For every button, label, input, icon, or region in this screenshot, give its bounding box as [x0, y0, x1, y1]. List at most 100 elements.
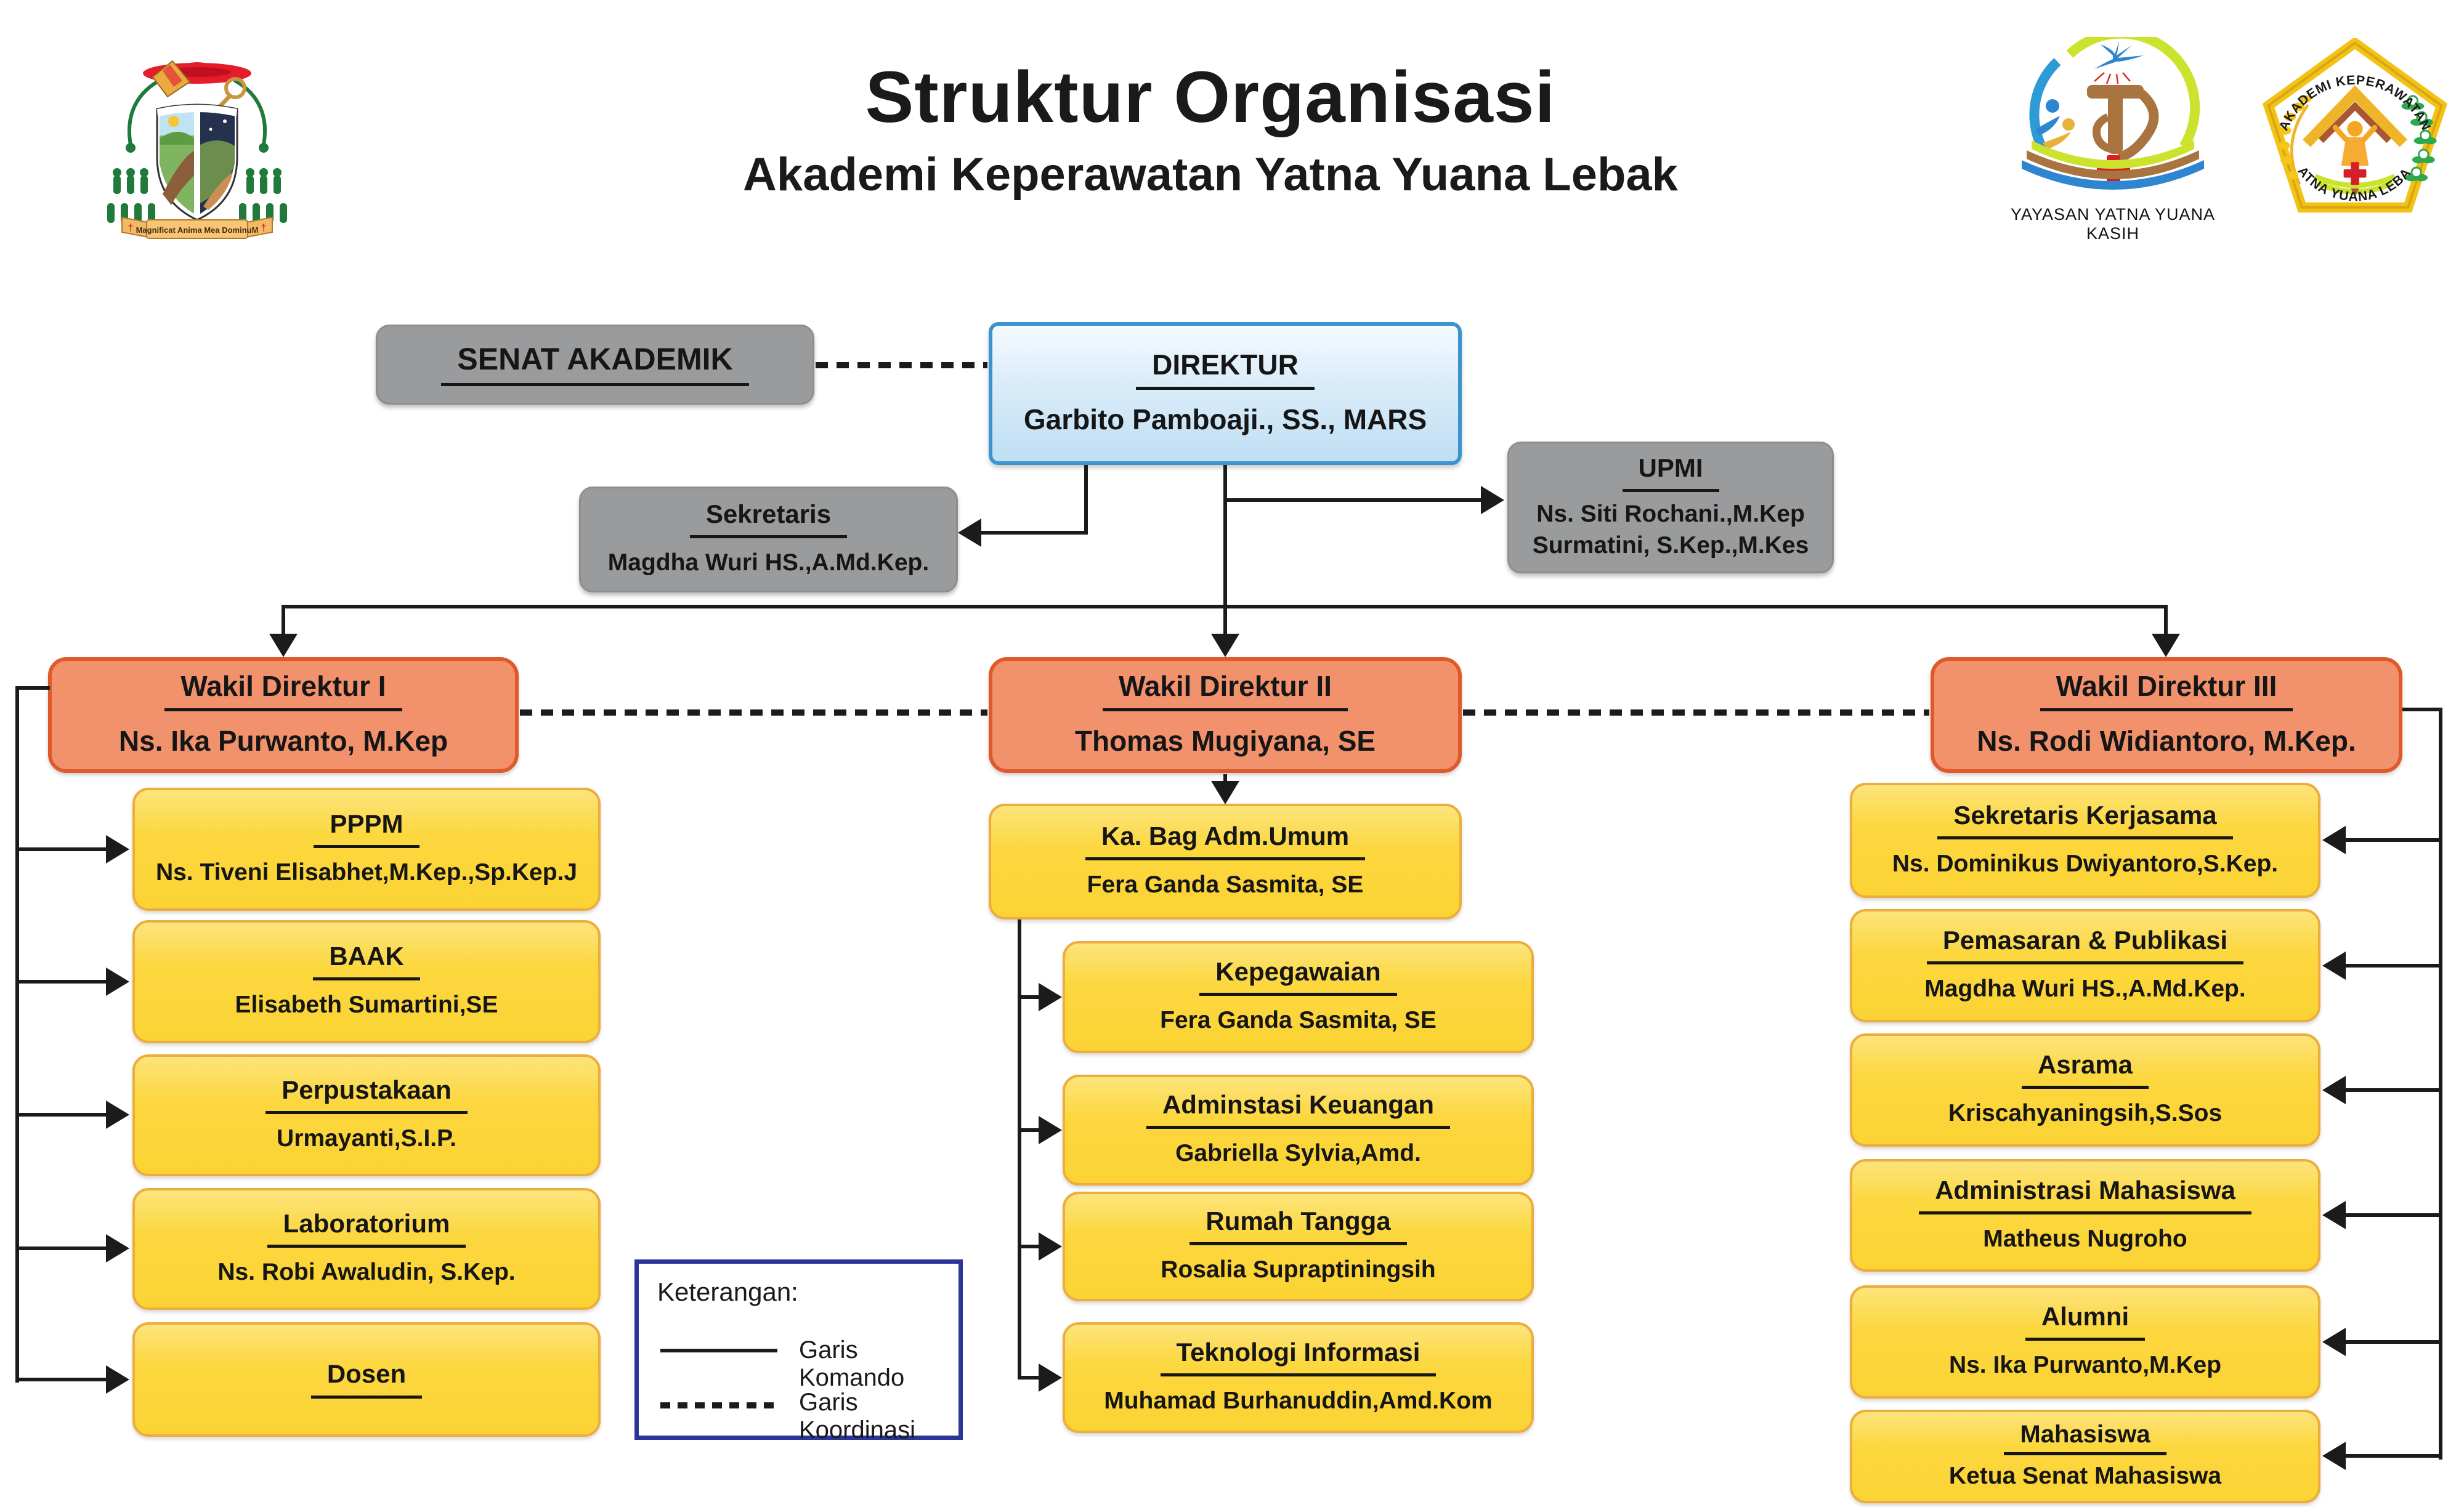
- arrow-to-kepegawaian: [1039, 983, 1062, 1011]
- node-title: Sekretaris Kerjasama: [1937, 801, 2233, 839]
- legend-box: Keterangan: Garis Komando Garis Koordina…: [634, 1259, 963, 1444]
- node-person: Ns. Robi Awaludin, S.Kep.: [217, 1259, 516, 1286]
- connector-rightbus: [2439, 708, 2442, 1460]
- arrow-to-perpustakaan: [106, 1101, 129, 1129]
- node-title: Administrasi Mahasiswa: [1919, 1176, 2251, 1214]
- node-title: Adminstasi Keuangan: [1146, 1091, 1451, 1129]
- coordination-line-wadir2-wadir3: [1463, 709, 1929, 716]
- node-person: Garbito Pamboaji., SS., MARS: [1023, 403, 1427, 435]
- connector-middlebus: [1018, 919, 1021, 1380]
- arrow-to-upmi: [1481, 486, 1504, 514]
- node-person: Ns. Siti Rochani.,M.Kep: [1536, 500, 1805, 527]
- node-person: Ns. Dominikus Dwiyantoro,S.Kep.: [1892, 850, 2279, 877]
- connector-branch-teknologi: [1019, 1376, 1040, 1380]
- akademi-logo-icon: AKADEMI KEPERAWATAN YATNA YUANA LEBAK: [2245, 26, 2448, 213]
- node-person: Magdha Wuri HS.,A.Md.Kep.: [1924, 976, 2246, 1003]
- connector-direktur-down: [1223, 465, 1227, 636]
- connector-direktur-sekretaris: [1084, 465, 1088, 533]
- node-pppm: PPPM Ns. Tiveni Elisabhet,M.Kep.,Sp.Kep.…: [132, 788, 601, 911]
- legend-label-koordinasi: Garis Koordinasi: [799, 1389, 916, 1444]
- connector-bus-wadir: [282, 605, 2168, 608]
- node-wakil-direktur-2: Wakil Direktur II Thomas Mugiyana, SE: [989, 657, 1462, 773]
- node-title: Dosen: [310, 1360, 423, 1399]
- node-ka-bag-adm-umum: Ka. Bag Adm.Umum Fera Ganda Sasmita, SE: [989, 804, 1462, 919]
- arrow-to-alumni: [2322, 1328, 2346, 1356]
- node-alumni: Alumni Ns. Ika Purwanto,M.Kep: [1850, 1285, 2320, 1399]
- arrow-to-asrama: [2322, 1076, 2346, 1104]
- node-title: Wakil Direktur III: [2040, 671, 2293, 711]
- node-mahasiswa: Mahasiswa Ketua Senat Mahasiswa: [1850, 1410, 2320, 1503]
- connector-drop-wadir1: [282, 605, 285, 634]
- node-person: Elisabeth Sumartini,SE: [235, 992, 498, 1019]
- node-upmi: UPMI Ns. Siti Rochani.,M.Kep Surmatini, …: [1507, 442, 1834, 573]
- page-title: Struktur Organisasi: [865, 57, 1556, 138]
- node-person: Rosalia Supraptiningsih: [1161, 1256, 1436, 1283]
- legend-solid-line-sample: [660, 1349, 777, 1352]
- page-header: Struktur Organisasi Akademi Keperawatan …: [619, 55, 1802, 201]
- node-title: Laboratorium: [267, 1210, 466, 1248]
- arrow-to-wadir2: [1211, 634, 1239, 657]
- node-person-2: Surmatini, S.Kep.,M.Kes: [1532, 531, 1809, 559]
- node-laboratorium: Laboratorium Ns. Robi Awaludin, S.Kep.: [132, 1188, 601, 1310]
- connector-branch-sekretaris-kerjasama: [2344, 838, 2441, 842]
- node-person: Ns. Tiveni Elisabhet,M.Kep.,Sp.Kep.J: [155, 859, 578, 886]
- connector-branch-pemasaran: [2344, 964, 2441, 968]
- connector-branch-keuangan: [1019, 1128, 1040, 1132]
- arrow-to-wadir3: [2152, 634, 2180, 657]
- arrow-to-baak: [106, 968, 129, 996]
- coordination-line-senat-direktur: [816, 362, 987, 368]
- arrow-to-keuangan: [1039, 1116, 1062, 1144]
- node-wakil-direktur-3: Wakil Direktur III Ns. Rodi Widiantoro, …: [1931, 657, 2402, 773]
- legend-heading: Keterangan:: [657, 1277, 798, 1306]
- connector-branch-asrama: [2344, 1088, 2441, 1092]
- yayasan-logo: YAYASAN YATNA YUANA KASIH: [1996, 28, 2230, 243]
- connector-wadir2-kabag: [1223, 774, 1227, 784]
- node-title: BAAK: [313, 942, 420, 981]
- node-title: Pemasaran & Publikasi: [1926, 926, 2244, 965]
- banner-cross-right-icon: †: [261, 223, 267, 233]
- arrow-to-kabag: [1211, 781, 1239, 804]
- arrow-to-sekretaris-kerjasama: [2322, 826, 2346, 854]
- node-direktur: DIREKTUR Garbito Pamboaji., SS., MARS: [989, 322, 1462, 465]
- connector-wadir3-rightbus: [2402, 708, 2442, 711]
- node-asrama: Asrama Kriscahyaningsih,S.Sos: [1850, 1033, 2320, 1147]
- node-title: Mahasiswa: [2004, 1421, 2166, 1456]
- connector-branch-mahasiswa: [2344, 1454, 2441, 1458]
- node-person: Matheus Nugroho: [1983, 1225, 2187, 1252]
- node-title: SENAT AKADEMIK: [441, 343, 749, 386]
- connector-branch-laboratorium: [19, 1246, 108, 1250]
- legend-dotted-line-sample: [660, 1402, 777, 1408]
- arrow-to-pppm: [106, 835, 129, 863]
- arrow-to-wadir1: [269, 634, 298, 657]
- node-title: Ka. Bag Adm.Umum: [1085, 822, 1366, 861]
- coat-of-arms-motto: Magnificat Anima Mea DominuM: [136, 225, 259, 235]
- node-person: Thomas Mugiyana, SE: [1074, 724, 1376, 757]
- arrow-to-rumah-tangga: [1039, 1232, 1062, 1261]
- arrow-to-mahasiswa: [2322, 1442, 2346, 1470]
- node-person: Ketua Senat Mahasiswa: [1948, 1463, 2222, 1490]
- node-administrasi-mahasiswa: Administrasi Mahasiswa Matheus Nugroho: [1850, 1159, 2320, 1272]
- node-person: Kriscahyaningsih,S.Sos: [1948, 1100, 2223, 1127]
- connector-branch-adm-mahasiswa: [2344, 1213, 2441, 1217]
- connector-branch-alumni: [2344, 1340, 2441, 1344]
- node-person: Fera Ganda Sasmita, SE: [1160, 1007, 1437, 1034]
- yayasan-logo-icon: [2022, 28, 2204, 190]
- banner-cross-left-icon: †: [128, 223, 134, 233]
- connector-branch-kepegawaian: [1019, 995, 1040, 999]
- yayasan-caption: YAYASAN YATNA YUANA KASIH: [2010, 205, 2216, 243]
- node-kepegawaian: Kepegawaian Fera Ganda Sasmita, SE: [1063, 941, 1534, 1053]
- connector-branch-pppm: [19, 847, 108, 851]
- node-person: Ns. Ika Purwanto, M.Kep: [118, 724, 448, 757]
- node-title: Wakil Direktur I: [164, 671, 402, 711]
- arrow-to-adm-mahasiswa: [2322, 1201, 2346, 1229]
- connector-branch-rumah-tangga: [1019, 1245, 1040, 1248]
- node-baak: BAAK Elisabeth Sumartini,SE: [132, 920, 601, 1043]
- node-person: Fera Ganda Sasmita, SE: [1087, 871, 1364, 899]
- connector-branch-baak: [19, 980, 108, 984]
- node-title: UPMI: [1622, 454, 1719, 492]
- connector-direktur-upmi: [1227, 498, 1481, 502]
- node-title: Asrama: [2021, 1051, 2149, 1089]
- node-teknologi-informasi: Teknologi Informasi Muhamad Burhanuddin,…: [1063, 1322, 1534, 1433]
- arrow-to-pemasaran: [2322, 951, 2346, 980]
